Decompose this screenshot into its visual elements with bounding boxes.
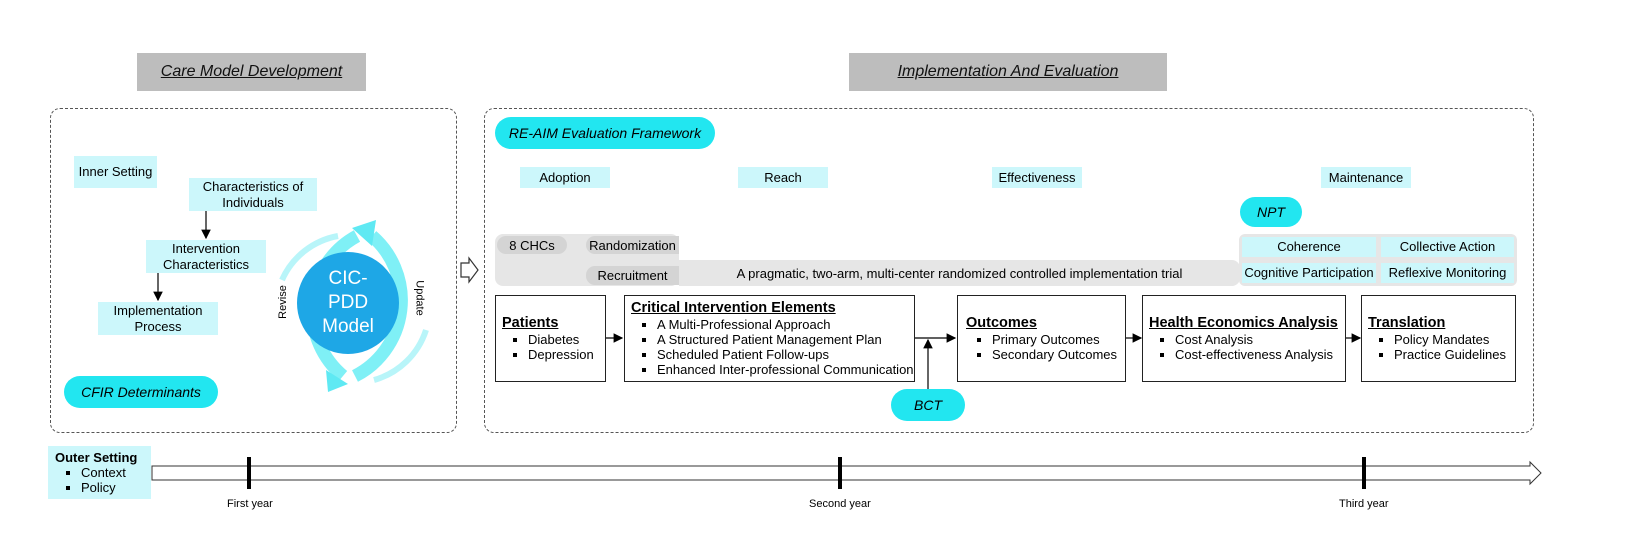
adoption-label: Adoption — [539, 169, 591, 185]
list-item: A Multi-Professional Approach — [657, 317, 914, 332]
patients-list: Diabetes Depression — [502, 332, 605, 362]
characteristics-individuals-label: Characteristics of Individuals — [202, 178, 304, 210]
cic-pdd-model-circle: CIC-PDD Model — [297, 252, 399, 354]
cic-pdd-model-label: CIC-PDD Model — [322, 268, 374, 337]
list-item: A Structured Patient Management Plan — [657, 332, 914, 347]
outcomes-list: Primary Outcomes Secondary Outcomes — [966, 332, 1125, 362]
trial-description-band: A pragmatic, two-arm, multi-center rando… — [679, 260, 1240, 286]
intervention-characteristics-box: Intervention Characteristics — [146, 240, 266, 273]
list-item: Scheduled Patient Follow-ups — [657, 347, 914, 362]
inner-setting-label: Inner Setting — [78, 164, 153, 179]
implementation-process-box: Implementation Process — [98, 302, 218, 335]
update-label: Update — [413, 280, 426, 316]
timeline-arrow — [151, 460, 1542, 486]
npt-cognitive-participation: Cognitive Participation — [1242, 263, 1376, 283]
npt-reflexive-monitoring: Reflexive Monitoring — [1381, 263, 1514, 283]
list-item: Enhanced Inter-professional Communicatio… — [657, 362, 914, 377]
outer-setting-title: Outer Setting — [55, 450, 138, 465]
list-item: Policy — [81, 480, 151, 495]
list-item: Depression — [528, 347, 605, 362]
panel-transition-arrow — [460, 256, 479, 284]
timeline-label-second: Second year — [809, 498, 871, 510]
translation-title: Translation — [1368, 315, 1446, 331]
update-arrowhead — [352, 220, 376, 246]
chcs-label: 8 CHCs — [509, 237, 555, 253]
timeline-label-third: Third year — [1339, 498, 1389, 510]
list-item: Policy Mandates — [1394, 332, 1515, 347]
care-model-development-label: Care Model Development — [160, 63, 343, 80]
implementation-evaluation-label: Implementation And Evaluation — [897, 63, 1119, 80]
bct-badge: BCT — [891, 389, 965, 421]
list-item: Primary Outcomes — [992, 332, 1125, 347]
list-item: Context — [81, 465, 151, 480]
inner-setting-box: Inner Setting — [74, 156, 157, 188]
care-model-development-header: Care Model Development — [137, 53, 366, 91]
recruitment-label: Recruitment — [597, 268, 668, 283]
maintenance-box: Maintenance — [1321, 167, 1411, 188]
randomization-pill: Randomization — [586, 236, 679, 254]
health-economics-list: Cost Analysis Cost-effectiveness Analysi… — [1149, 332, 1345, 362]
npt-reflexive-monitoring-label: Reflexive Monitoring — [1388, 265, 1507, 280]
randomization-label: Randomization — [589, 237, 676, 253]
list-item: Diabetes — [528, 332, 605, 347]
recruitment-pill: Recruitment — [586, 266, 679, 285]
npt-coherence-label: Coherence — [1277, 239, 1341, 254]
intervention-elements-box: Critical Intervention Elements A Multi-P… — [624, 295, 915, 382]
patients-box: Patients Diabetes Depression — [495, 295, 606, 382]
list-item: Cost-effectiveness Analysis — [1175, 347, 1345, 362]
bct-label: BCT — [914, 397, 942, 413]
intervention-elements-title: Critical Intervention Elements — [631, 300, 836, 316]
list-item: Practice Guidelines — [1394, 347, 1515, 362]
revise-arrowhead — [326, 370, 348, 392]
care-model-panel — [50, 108, 457, 433]
npt-cognitive-participation-label: Cognitive Participation — [1244, 265, 1374, 280]
chcs-pill: 8 CHCs — [497, 236, 567, 254]
cfir-determinants-badge: CFIR Determinants — [64, 376, 218, 408]
trial-description-label: A pragmatic, two-arm, multi-center rando… — [736, 265, 1183, 281]
npt-badge: NPT — [1240, 197, 1302, 227]
outer-setting-box: Outer Setting Context Policy — [48, 446, 151, 499]
health-economics-box: Health Economics Analysis Cost Analysis … — [1142, 295, 1346, 382]
adoption-box: Adoption — [520, 167, 610, 188]
list-item: Secondary Outcomes — [992, 347, 1125, 362]
reach-label: Reach — [764, 169, 802, 185]
implementation-process-label: Implementation Process — [113, 302, 203, 334]
intervention-elements-list: A Multi-Professional Approach A Structur… — [631, 317, 914, 377]
npt-coherence: Coherence — [1242, 237, 1376, 257]
outcomes-box: Outcomes Primary Outcomes Secondary Outc… — [957, 295, 1126, 382]
health-economics-title: Health Economics Analysis — [1149, 315, 1338, 331]
translation-list: Policy Mandates Practice Guidelines — [1368, 332, 1515, 362]
cfir-determinants-label: CFIR Determinants — [81, 384, 201, 400]
timeline-label-first: First year — [227, 498, 273, 510]
outcomes-title: Outcomes — [966, 315, 1037, 331]
npt-collective-action-label: Collective Action — [1399, 239, 1496, 254]
effectiveness-label: Effectiveness — [998, 169, 1076, 185]
list-item: Cost Analysis — [1175, 332, 1345, 347]
intervention-characteristics-label: Intervention Characteristics — [163, 240, 249, 272]
npt-label: NPT — [1257, 204, 1285, 220]
revise-label: Revise — [276, 285, 289, 319]
effectiveness-box: Effectiveness — [992, 167, 1082, 188]
npt-collective-action: Collective Action — [1381, 237, 1514, 257]
reach-box: Reach — [738, 167, 828, 188]
reaim-framework-label: RE-AIM Evaluation Framework — [508, 125, 702, 141]
implementation-panel — [484, 108, 1534, 433]
patients-title: Patients — [502, 315, 559, 331]
reaim-framework-badge: RE-AIM Evaluation Framework — [495, 117, 715, 149]
implementation-evaluation-header: Implementation And Evaluation — [849, 53, 1167, 91]
outer-setting-list: Context Policy — [55, 465, 151, 495]
update-arc — [351, 231, 408, 382]
translation-box: Translation Policy Mandates Practice Gui… — [1361, 295, 1516, 382]
maintenance-label: Maintenance — [1328, 169, 1404, 185]
characteristics-individuals-box: Characteristics of Individuals — [189, 178, 317, 211]
